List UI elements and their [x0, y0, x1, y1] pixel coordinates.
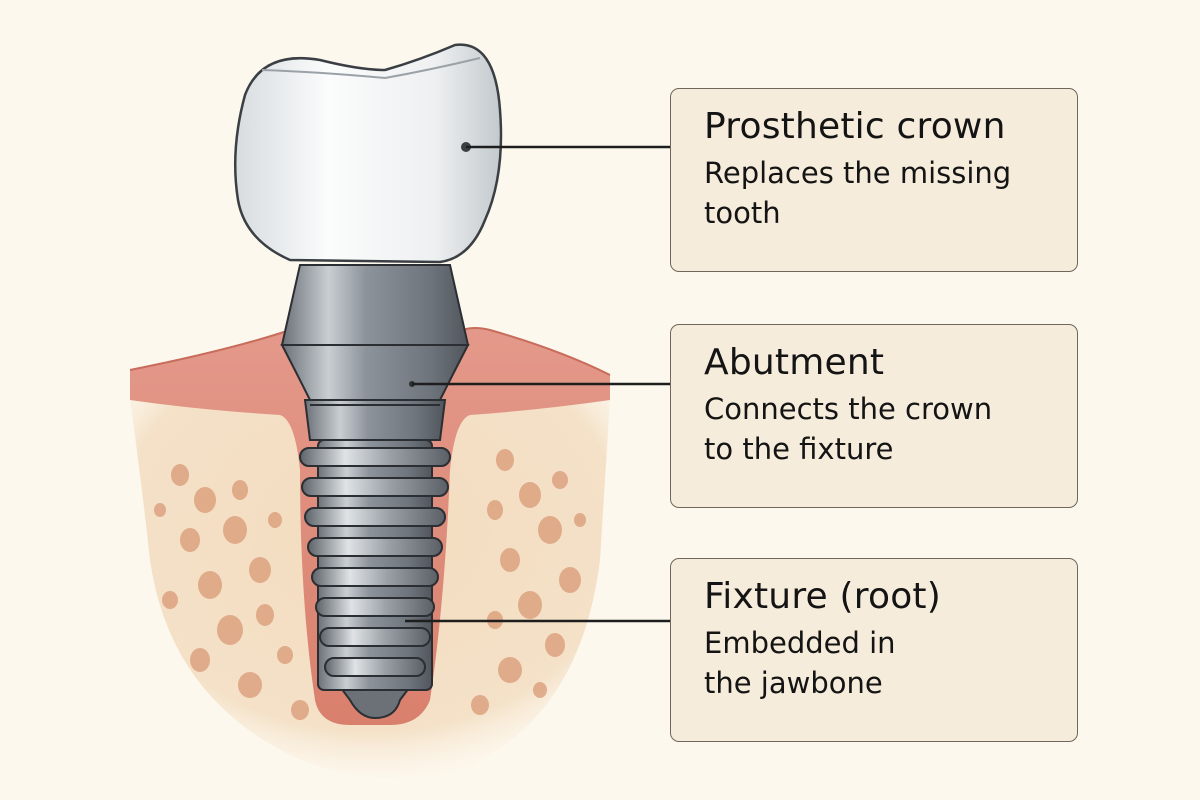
label-description-line: Embedded in — [704, 626, 896, 660]
crown-illustration — [233, 43, 503, 264]
label-description-line: Connects the crown — [704, 392, 993, 426]
label-prosthetic-crown: Prosthetic crown Replaces the missing to… — [670, 88, 1078, 272]
label-fixture-root: Fixture (root) Embedded in the jawbone — [670, 558, 1078, 742]
abutment-illustration — [280, 264, 470, 441]
label-description-line: the jawbone — [704, 666, 883, 700]
leader-lines — [405, 142, 670, 623]
label-title: Fixture (root) — [704, 576, 941, 617]
fixture-illustration — [299, 439, 451, 720]
label-description-line: tooth — [704, 196, 781, 230]
label-title: Abutment — [704, 342, 885, 383]
bone-pores — [154, 449, 586, 720]
label-abutment: Abutment Connects the crown to the fixtu… — [670, 324, 1078, 508]
label-description-line: Replaces the missing — [704, 156, 1012, 190]
label-description-line: to the fixture — [704, 432, 894, 466]
label-title: Prosthetic crown — [704, 106, 1006, 147]
